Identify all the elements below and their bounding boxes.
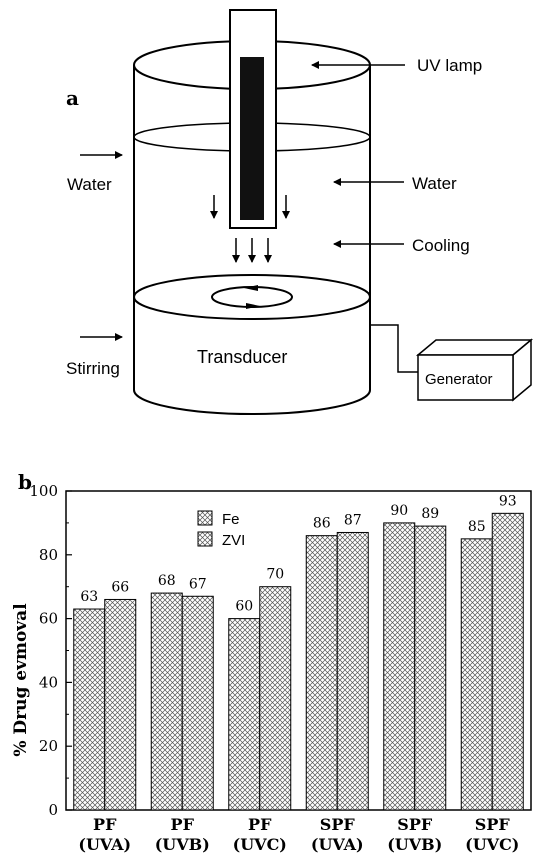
generator-label: Generator <box>425 371 493 388</box>
category-label-line2: (UVC) <box>465 835 519 854</box>
y-tick-label: 20 <box>39 737 58 755</box>
bar-value-label: 63 <box>80 589 98 605</box>
bar-zvi <box>491 512 524 811</box>
bar-value-label: 66 <box>111 579 129 595</box>
uv-lamp <box>229 9 277 229</box>
generator-box <box>415 338 534 402</box>
bar-fe <box>383 522 416 811</box>
category-label-line1: SPF <box>475 815 511 834</box>
flow-arrows <box>210 195 290 263</box>
cooling-label: Cooling <box>412 236 470 255</box>
transducer-plate <box>133 274 371 320</box>
bar-zvi <box>104 598 137 811</box>
bar-zvi <box>336 531 369 811</box>
transducer-label: Transducer <box>197 347 287 367</box>
bar-zvi <box>259 586 292 811</box>
y-tick-label: 80 <box>39 546 58 564</box>
bar-value-label: 60 <box>235 599 253 615</box>
bar-value-label: 68 <box>158 573 176 589</box>
bar-value-label: 70 <box>266 567 284 583</box>
stirring-label: Stirring <box>66 359 120 378</box>
bar-fe <box>460 538 493 811</box>
y-tick-label: 100 <box>29 485 58 500</box>
y-tick-label: 0 <box>48 801 58 819</box>
reactor-diagram: UV lamp Water Cooling Water Stirring Tra… <box>66 9 534 415</box>
category-label-line2: (UVA) <box>311 835 364 854</box>
category-label-line1: PF <box>171 815 195 834</box>
category-label-line2: (UVB) <box>155 835 210 854</box>
category-label-line1: PF <box>248 815 272 834</box>
category-label-line1: SPF <box>320 815 356 834</box>
bar-value-label: 67 <box>189 576 207 592</box>
y-tick-label: 40 <box>39 673 58 691</box>
bar-fe <box>73 608 106 811</box>
category-label-line1: PF <box>93 815 117 834</box>
water-right-label: Water <box>412 174 457 193</box>
bar-value-label: 93 <box>499 493 517 509</box>
legend-label-zvi: ZVI <box>222 532 245 549</box>
generator-cable <box>370 324 418 373</box>
stirring-icon <box>211 285 293 309</box>
category-label-line2: (UVA) <box>78 835 131 854</box>
bar-value-label: 86 <box>313 516 331 532</box>
y-axis-label: % Drug evmoval <box>11 603 31 757</box>
legend-swatch-zvi <box>197 531 213 547</box>
legend-swatch-fe <box>197 510 213 526</box>
legend-label-fe: Fe <box>222 511 240 528</box>
drug-removal-chart: 0 20 40 60 80 100 63 66 68 67 60 70 86 87 90 89 85 93 PF… <box>11 485 532 854</box>
uv-lamp-label: UV lamp <box>417 56 482 75</box>
y-tick-label: 60 <box>39 610 58 628</box>
label-arrows <box>80 61 405 341</box>
panel-b-label: b <box>18 470 32 494</box>
panel-a-label: a <box>66 86 79 110</box>
bar-zvi <box>414 525 447 811</box>
category-label-line1: SPF <box>397 815 433 834</box>
bar-fe <box>150 592 183 811</box>
category-label-line2: (UVB) <box>387 835 442 854</box>
bar-value-label: 89 <box>421 506 439 522</box>
bar-value-label: 85 <box>468 519 486 535</box>
bar-fe <box>305 535 338 811</box>
category-label-line2: (UVC) <box>233 835 287 854</box>
bar-zvi <box>181 595 214 811</box>
water-left-label: Water <box>67 175 112 194</box>
bar-value-label: 87 <box>344 512 362 528</box>
bar-value-label: 90 <box>390 503 408 519</box>
bar-fe <box>228 618 261 811</box>
